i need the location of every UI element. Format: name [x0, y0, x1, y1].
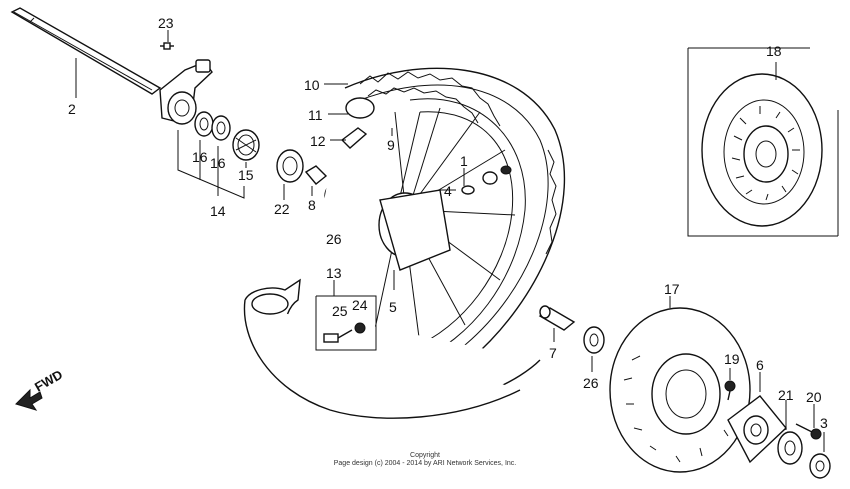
callout-26b: 26	[583, 375, 599, 391]
valve-cap-24	[354, 322, 366, 334]
collar-8	[304, 165, 328, 185]
callout-3: 3	[820, 415, 828, 431]
fwd-indicator: FWD	[15, 367, 65, 411]
dust-seal-22	[276, 149, 304, 183]
callout-9: 9	[387, 137, 395, 153]
callout-15: 15	[238, 167, 254, 183]
callout-23: 23	[158, 15, 174, 31]
screw-23	[160, 42, 174, 50]
valve-core-25	[323, 329, 353, 343]
washers-16	[194, 111, 231, 141]
callout-20: 20	[806, 389, 822, 405]
disc-hub-6	[727, 395, 787, 464]
front-axle	[10, 7, 162, 95]
callout-22: 22	[274, 201, 290, 217]
callout-6: 6	[756, 357, 764, 373]
front-wheel	[280, 67, 566, 406]
speedometer-gear-15	[232, 129, 260, 161]
callout-18: 18	[766, 43, 782, 59]
callout-16b: 16	[210, 155, 226, 171]
inner-tube	[345, 97, 375, 119]
callout-8: 8	[308, 197, 316, 213]
callout-17: 17	[664, 281, 680, 297]
copyright-line2: Page design (c) 2004 - 2014 by ARI Netwo…	[333, 460, 517, 467]
callout-13: 13	[326, 265, 342, 281]
callout-21: 21	[778, 387, 794, 403]
inset-brake-disc-18	[687, 47, 839, 237]
callout-7: 7	[549, 345, 557, 361]
callout-14: 14	[210, 203, 226, 219]
brake-disc-17	[609, 307, 751, 473]
bolt-19	[724, 380, 736, 401]
callout-5: 5	[389, 299, 397, 315]
callout-19: 19	[724, 351, 740, 367]
callout-10: 10	[304, 77, 320, 93]
bolt-20	[795, 423, 822, 440]
distance-collar-7	[538, 305, 576, 331]
speedometer-gearbox	[159, 59, 213, 125]
rim-band-12	[340, 127, 368, 149]
fwd-label: FWD	[32, 367, 65, 395]
tube-section	[243, 278, 541, 419]
callout-25: 25	[332, 303, 348, 319]
callout-1: 1	[460, 153, 468, 169]
callout-11: 11	[308, 107, 323, 123]
spoke-nipple-1	[461, 165, 512, 195]
callout-24: 24	[352, 297, 368, 313]
callout-16a: 16	[192, 149, 208, 165]
callout-2: 2	[68, 101, 76, 117]
copyright-line1: Copyright	[410, 452, 440, 459]
callout-12: 12	[310, 133, 326, 149]
bearing-26-right	[583, 326, 605, 354]
callout-4: 4	[444, 183, 452, 199]
callout-26a: 26	[326, 231, 342, 247]
collar-3	[809, 453, 831, 479]
bearing-21	[777, 431, 803, 465]
